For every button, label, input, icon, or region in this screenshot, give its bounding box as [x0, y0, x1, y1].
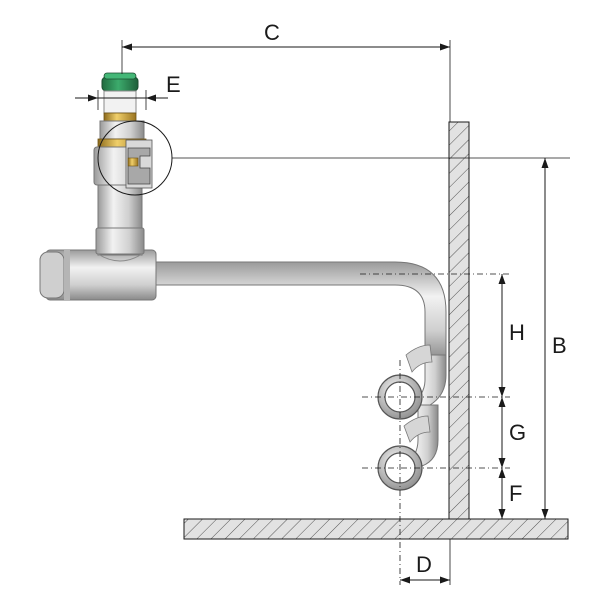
dim-d-label: D: [416, 552, 432, 577]
dim-e-arrow-left: [88, 94, 98, 102]
dim-f-label: F: [509, 481, 522, 506]
dim-f-arrow-top: [498, 468, 506, 478]
dim-g-arrow-bottom: [498, 458, 506, 468]
dim-f-arrow-bottom: [498, 509, 506, 519]
tee-fitting: [39, 184, 157, 301]
floor-slab: [183, 518, 569, 540]
dim-b-arrow-bottom: [541, 509, 549, 519]
valve-head: [93, 72, 153, 189]
dim-d-arrow-right: [440, 576, 450, 584]
dim-e-arrow-right: [146, 94, 156, 102]
dim-h-arrow-top: [498, 274, 506, 284]
dim-b-arrow-top: [541, 158, 549, 168]
dim-e-label: E: [166, 72, 181, 97]
lower-riser-stub: [403, 415, 431, 443]
dim-h-label: H: [509, 320, 525, 345]
dim-g-label: G: [509, 420, 526, 445]
wall: [448, 121, 470, 520]
dim-c-label: C: [264, 20, 280, 45]
dim-g-arrow-top: [498, 397, 506, 407]
dim-d-arrow-left: [400, 576, 410, 584]
dim-c-arrow-left: [122, 43, 132, 51]
dim-c-arrow-right: [440, 43, 450, 51]
upper-riser-stub: [405, 344, 433, 373]
dim-h-arrow-bottom: [498, 387, 506, 397]
dim-b-label: B: [552, 333, 567, 358]
horizontal-pipe: [149, 261, 447, 361]
